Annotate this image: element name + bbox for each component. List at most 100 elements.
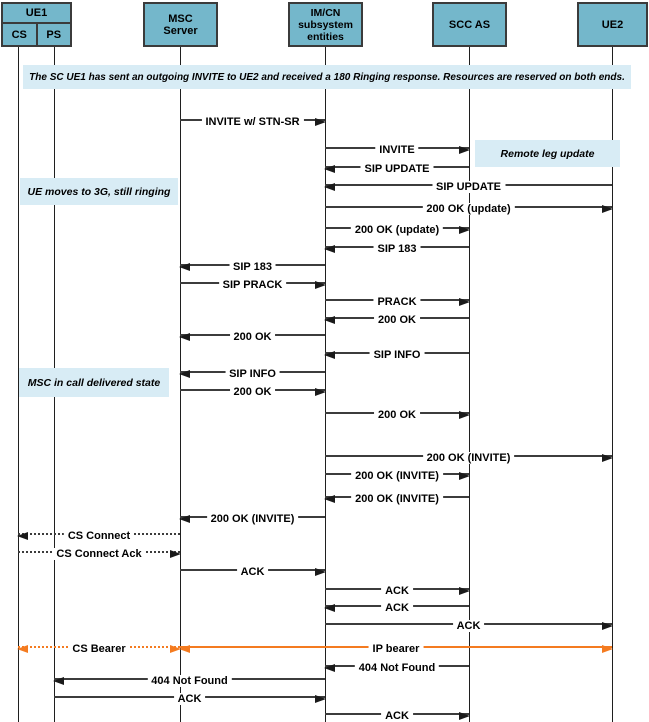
message-label: 404 Not Found xyxy=(147,675,232,687)
arrowhead-right-icon xyxy=(459,471,470,480)
message-arrow: 404 Not Found xyxy=(324,662,469,674)
actor-imcn-label: IM/CN subsystem entities xyxy=(298,6,353,43)
actor-msc-label: MSC Server xyxy=(163,12,198,37)
message-label: CS Connect xyxy=(63,530,135,542)
message-label: 200 OK (INVITE) xyxy=(351,493,443,505)
message-arrow: CS Connect xyxy=(17,530,180,542)
message-arrow: ACK xyxy=(325,710,470,722)
message-arrow: 200 OK (update) xyxy=(325,224,470,236)
arrowhead-right-icon xyxy=(459,145,470,154)
message-arrow: SIP PRACK xyxy=(180,279,326,291)
message-label: 404 Not Found xyxy=(354,662,440,674)
arrowhead-left-icon xyxy=(17,531,28,540)
arrowhead-right-icon xyxy=(602,204,613,213)
message-label: 200 OK (update) xyxy=(422,203,515,215)
arrowhead-left-icon xyxy=(179,514,190,523)
message-label: ACK xyxy=(381,602,413,614)
message-label: INVITE w/ STN-SR xyxy=(201,116,304,128)
message-label: SIP 183 xyxy=(373,243,421,255)
message-arrow: 200 OK xyxy=(179,331,325,343)
message-arrow: 200 OK xyxy=(325,409,470,421)
arrowhead-left-icon xyxy=(324,182,335,191)
actor-ue1-cs-label: CS xyxy=(3,24,38,45)
message-arrow: ACK xyxy=(325,585,470,597)
message-label: ACK xyxy=(236,566,269,578)
message-arrow: 200 OK (INVITE) xyxy=(325,470,470,482)
arrowhead-left-icon xyxy=(324,244,335,253)
actor-ue2: UE2 xyxy=(577,2,648,47)
message-label: SIP UPDATE xyxy=(360,163,434,175)
message-arrow: 200 OK (INVITE) xyxy=(325,452,613,464)
message-label: 200 OK (INVITE) xyxy=(422,452,515,464)
message-arrow: ACK xyxy=(324,602,469,614)
arrowhead-right-icon xyxy=(459,225,470,234)
message-arrow: 200 OK xyxy=(180,386,326,398)
actor-scc-label: SCC AS xyxy=(448,18,491,31)
arrowhead-right-icon xyxy=(315,280,326,289)
note-msc-call-delivered: MSC in call delivered state xyxy=(19,368,169,397)
arrowhead-right-icon xyxy=(602,453,613,462)
message-arrow: CS Bearer xyxy=(17,643,181,655)
message-arrow: SIP UPDATE xyxy=(324,163,469,175)
message-arrow: CS Connect Ack xyxy=(18,548,181,560)
message-arrow: ACK xyxy=(180,566,326,578)
message-arrow: SIP INFO xyxy=(324,349,469,361)
arrowhead-left-icon xyxy=(17,644,28,653)
arrowhead-right-icon xyxy=(315,694,326,703)
message-label: SIP INFO xyxy=(369,349,425,361)
scenario-banner: The SC UE1 has sent an outgoing INVITE t… xyxy=(23,65,631,89)
actor-ue1-label: UE1 xyxy=(3,4,70,24)
arrowhead-right-icon xyxy=(459,297,470,306)
arrowhead-left-icon xyxy=(179,644,190,653)
message-label: IP bearer xyxy=(368,643,424,655)
note-remote-leg-update: Remote leg update xyxy=(475,140,620,167)
arrowhead-left-icon xyxy=(179,332,190,341)
message-arrow: ACK xyxy=(54,693,326,705)
actor-ue1-ps-label: PS xyxy=(46,28,62,41)
lifeline-msc xyxy=(180,47,181,722)
message-label: 200 OK xyxy=(229,386,276,398)
arrowhead-left-icon xyxy=(324,663,335,672)
message-label: SIP UPDATE xyxy=(432,181,505,193)
message-arrow: INVITE xyxy=(325,144,470,156)
arrowhead-right-icon xyxy=(459,410,470,419)
actor-msc-server: MSC Server xyxy=(143,2,218,47)
message-label: ACK xyxy=(381,710,413,722)
message-arrow: IP bearer xyxy=(179,643,613,655)
arrowhead-right-icon xyxy=(459,711,470,720)
note-ue-moves-to-3g: UE moves to 3G, still ringing xyxy=(20,178,178,205)
arrowhead-right-icon xyxy=(459,586,470,595)
arrowhead-left-icon xyxy=(179,369,190,378)
message-arrow: SIP 183 xyxy=(324,243,469,255)
arrowhead-right-icon xyxy=(602,621,613,630)
message-arrow: 200 OK xyxy=(324,314,469,326)
message-label: 200 OK (update) xyxy=(350,224,444,236)
message-arrow: SIP 183 xyxy=(179,261,325,273)
arrowhead-right-icon xyxy=(602,644,613,653)
message-label: ACK xyxy=(452,620,485,632)
message-arrow: INVITE w/ STN-SR xyxy=(180,116,326,128)
message-label: SIP 183 xyxy=(229,261,276,273)
arrowhead-right-icon xyxy=(315,567,326,576)
message-arrow: 200 OK (INVITE) xyxy=(324,493,469,505)
actor-ue2-label: UE2 xyxy=(601,18,624,31)
arrowhead-right-icon xyxy=(315,387,326,396)
lifeline-cs xyxy=(18,47,19,722)
message-label: SIP PRACK xyxy=(218,279,287,291)
message-arrow: 404 Not Found xyxy=(53,675,325,687)
lifeline-scc xyxy=(469,47,470,722)
actor-imcn-subsystem: IM/CN subsystem entities xyxy=(288,2,363,47)
message-label: 200 OK (INVITE) xyxy=(206,513,299,525)
actor-ue1-sub-row: CS PS xyxy=(3,24,70,45)
message-label: CS Connect Ack xyxy=(52,548,146,560)
message-label: 200 OK (INVITE) xyxy=(351,470,443,482)
arrowhead-left-icon xyxy=(324,315,335,324)
message-arrow: PRACK xyxy=(325,296,470,308)
arrowhead-right-icon xyxy=(170,549,181,558)
actor-scc-as: SCC AS xyxy=(432,2,507,47)
arrowhead-left-icon xyxy=(324,164,335,173)
message-label: SIP INFO xyxy=(225,368,280,380)
message-label: CS Bearer xyxy=(68,643,130,655)
message-label: ACK xyxy=(173,693,206,705)
